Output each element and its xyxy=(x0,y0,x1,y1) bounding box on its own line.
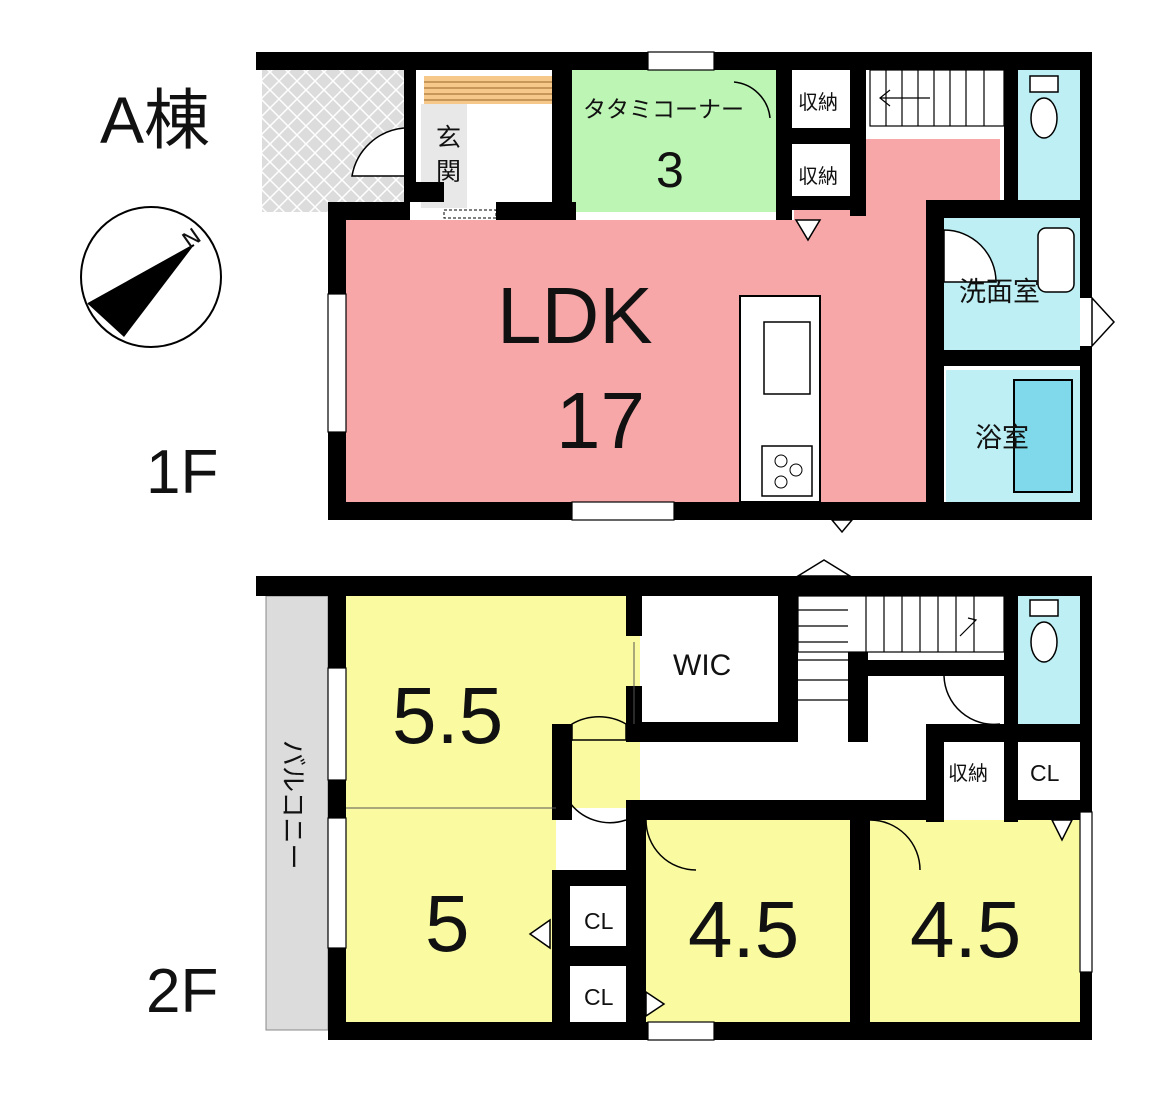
tatami-size: 3 xyxy=(656,142,684,198)
shoe-shelf xyxy=(424,76,552,104)
cl-1-name: CL xyxy=(1030,760,1060,786)
room-5-5-size: 5.5 xyxy=(392,671,503,760)
room-5 xyxy=(346,808,556,1022)
bath-name: 浴室 xyxy=(975,423,1029,454)
room-4-5-a xyxy=(646,820,852,1022)
room-5-size: 5 xyxy=(425,879,470,968)
ldk-size: 17 xyxy=(556,376,645,465)
room-4-5-a-size: 4.5 xyxy=(688,885,799,974)
wic-name: WIC xyxy=(673,649,731,682)
tatami-name: タタミコーナー xyxy=(583,97,744,123)
entrance-char-1: 玄 xyxy=(436,123,461,152)
north-compass: N xyxy=(80,206,222,348)
storage-2f-name: 収納 xyxy=(948,761,988,785)
floor-label-2f: 2F xyxy=(146,957,218,1026)
second-floor: 5.5 WIC 5 4.5 4.5 収納 CL CL CL バルコニー xyxy=(256,559,1093,1041)
room-4-5-b xyxy=(870,820,1080,1022)
tatami-room xyxy=(572,70,780,212)
toilet-2f xyxy=(1018,596,1080,728)
storage-1-name: 収納 xyxy=(798,90,838,114)
room-5-5 xyxy=(346,596,640,808)
first-floor: LDK 17 タタミコーナー 3 玄 関 収納 収納 洗面室 浴室 xyxy=(256,51,1116,534)
washroom-name: 洗面室 xyxy=(959,277,1040,308)
ldk-room xyxy=(346,139,1000,502)
building-label: A棟 xyxy=(100,83,210,157)
balcony-name: バルコニー xyxy=(277,740,307,869)
ldk-name: LDK xyxy=(497,271,653,360)
cl-3-name: CL xyxy=(584,984,614,1010)
floor-label-1f: 1F xyxy=(146,438,218,507)
room-4-5-b-size: 4.5 xyxy=(910,885,1021,974)
balcony xyxy=(265,595,329,1031)
cl-2-name: CL xyxy=(584,908,614,934)
entrance-name: 玄 関 xyxy=(436,123,469,186)
storage-2-name: 収納 xyxy=(798,164,838,188)
entrance-char-2: 関 xyxy=(436,157,461,186)
